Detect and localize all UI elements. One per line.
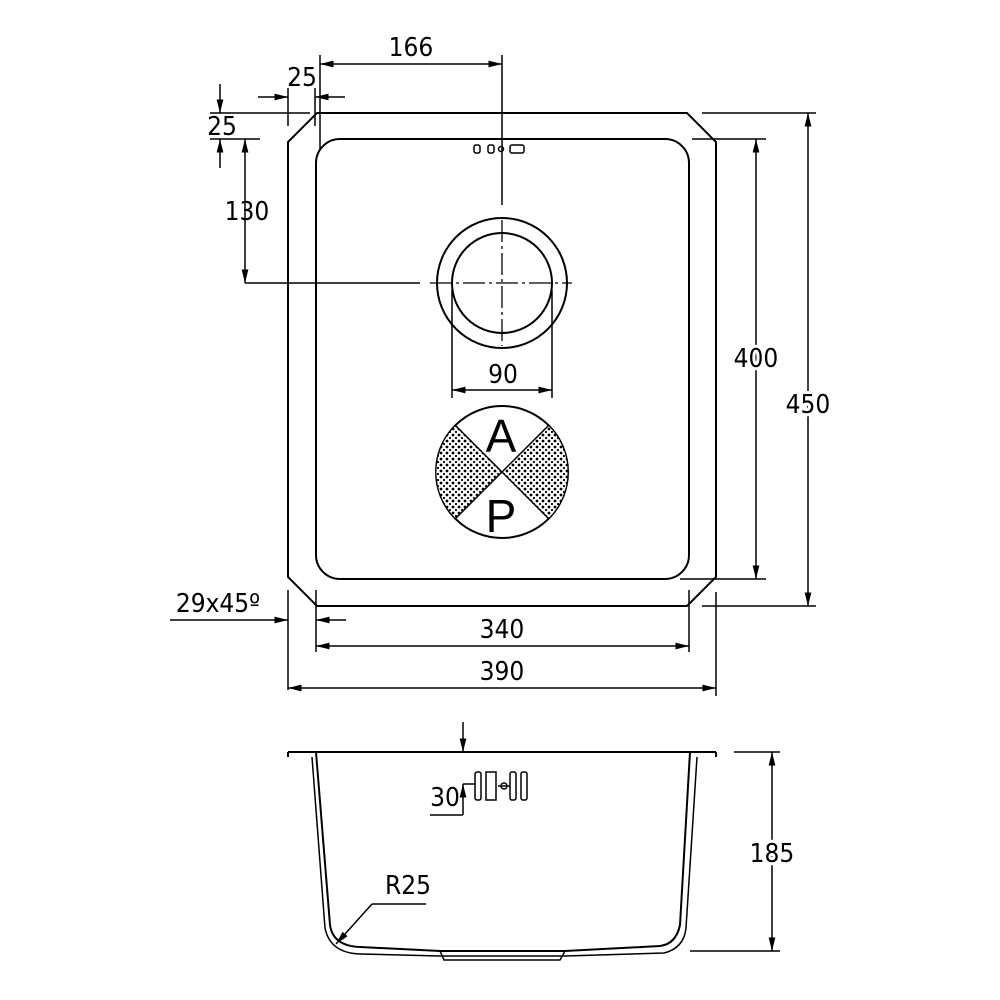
svg-text:R25: R25 [385,871,431,901]
overflow-slots-side [474,771,528,801]
dim-outer-width-390: 390 [288,592,717,696]
waste-outlet [430,217,572,349]
logo-letter-top: A [486,410,517,462]
dim-waste-130: 130 [225,139,420,284]
svg-text:29x45º: 29x45º [176,589,260,619]
dim-waste-dia-90: 90 [451,290,553,398]
dim-inner-height-400: 400 [680,138,781,580]
svg-text:450: 450 [786,390,831,420]
side-view: 30 185 R25 [287,722,797,961]
dim-offset-166: 166 [319,33,503,205]
dim-rim-left-25: 25 [258,63,345,126]
svg-text:400: 400 [734,344,779,374]
svg-text:30: 30 [430,783,460,813]
dim-depth-185: 185 [690,751,797,952]
dim-radius-r25: R25 [335,871,431,945]
dim-chamfer-29x45: 29x45º [170,589,346,690]
outer-rim-outline [287,112,717,607]
dim-overflow-30: 30 [430,722,476,816]
svg-text:340: 340 [480,615,525,645]
svg-text:25: 25 [287,63,317,93]
dim-inner-width-340: 340 [316,590,690,652]
svg-text:130: 130 [225,197,270,227]
svg-text:25: 25 [207,112,237,142]
logo-letter-bottom: P [486,490,517,542]
overflow-slots-top [473,144,525,154]
top-view: A P 166 25 25 [170,33,833,696]
dim-rim-top-25: 25 [207,84,310,168]
svg-text:185: 185 [750,839,795,869]
svg-text:90: 90 [488,360,518,390]
brand-logo: A P [435,405,569,542]
dim-outer-height-450: 450 [702,112,833,607]
svg-text:390: 390 [480,657,525,687]
svg-text:166: 166 [389,33,434,63]
bowl-profile [315,751,691,952]
